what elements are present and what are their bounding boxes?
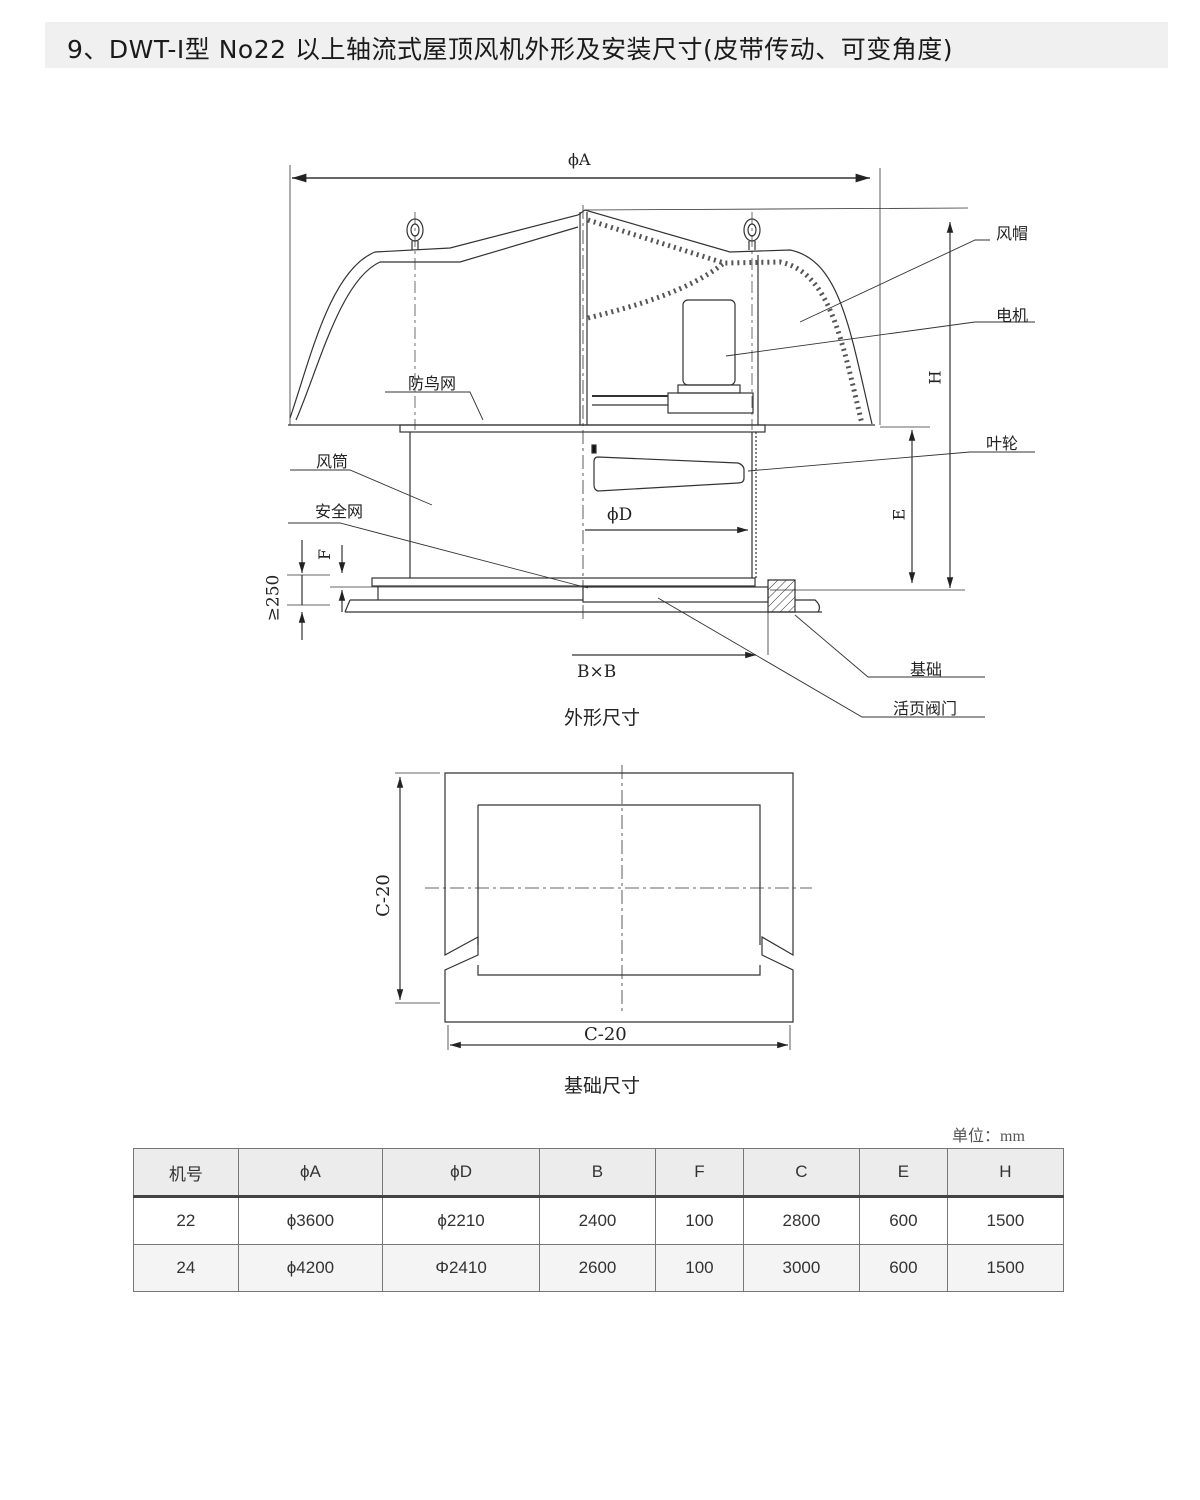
table-cell: Φ2410 (382, 1244, 540, 1292)
table-row: 24 ϕ4200 Φ2410 2600 100 3000 600 1500 (133, 1244, 1065, 1292)
page-title: 9、DWT-I型 No22 以上轴流式屋顶风机外形及安装尺寸(皮带传动、可变角度… (67, 35, 953, 64)
table-row: 22 ϕ3600 ϕ2210 2400 100 2800 600 1500 (133, 1196, 1065, 1245)
dim-label-phiD: ϕD (607, 505, 633, 525)
header-cell: C (742, 1148, 860, 1198)
dim-label-E: E (889, 508, 909, 521)
header-cell: F (655, 1148, 744, 1198)
table-cell: 1500 (946, 1196, 1065, 1245)
dim-label-phiA: ϕA (568, 150, 591, 169)
label-motor: 电机 (996, 306, 1029, 325)
dim-label-BxB: B×B (577, 662, 617, 682)
dim-label-vertical: C-20 (372, 874, 394, 917)
header-cell: B (538, 1148, 657, 1198)
dim-label-F: F (315, 548, 335, 561)
label-foundation: 基础 (910, 660, 943, 679)
foundation-caption: 基础尺寸 (563, 1075, 641, 1097)
table-cell: 600 (858, 1196, 948, 1245)
dim-label-H: H (925, 370, 945, 385)
table-cell: ϕ2210 (382, 1196, 540, 1245)
table-cell: ϕ4200 (237, 1244, 384, 1292)
table-cell: 24 (133, 1244, 239, 1292)
table-cell: 1500 (946, 1244, 1065, 1292)
table-cell: 2800 (742, 1196, 860, 1245)
unit-label: 单位：mm (952, 1128, 1025, 1145)
header-cell: ϕD (382, 1148, 540, 1198)
label-bird-mesh: 防鸟网 (408, 374, 457, 393)
table-cell: 100 (655, 1244, 744, 1292)
leader-lines (288, 239, 1035, 718)
label-hinged-damper: 活页阀门 (893, 699, 958, 718)
header-cell: ϕA (237, 1148, 384, 1198)
dim-label-min250: ≥250 (263, 574, 284, 622)
label-impeller: 叶轮 (986, 434, 1019, 453)
table-cell: 600 (858, 1244, 948, 1292)
header-cell: 机号 (133, 1148, 239, 1198)
table-cell: ϕ3600 (237, 1196, 384, 1245)
motor-icon (592, 299, 754, 414)
table-cell: 3000 (742, 1244, 860, 1292)
table-header-row: 机号 ϕA ϕD B F C E H (133, 1148, 1065, 1198)
label-safety-mesh: 安全网 (315, 502, 364, 521)
label-hood: 风帽 (996, 224, 1029, 243)
impeller-blade (593, 456, 745, 492)
header-cell: H (946, 1148, 1065, 1198)
label-duct: 风筒 (316, 452, 349, 471)
table-cell: 100 (655, 1196, 744, 1245)
foundation-plan (395, 765, 812, 1050)
header-cell: E (858, 1148, 948, 1198)
title-bar: 9、DWT-I型 No22 以上轴流式屋顶风机外形及安装尺寸(皮带传动、可变角度… (45, 22, 1168, 68)
dim-label-horizontal: C-20 (584, 1024, 627, 1045)
table-cell: 2600 (538, 1244, 657, 1292)
outline-caption: 外形尺寸 (563, 707, 641, 729)
spec-table: 机号 ϕA ϕD B F C E H 22 ϕ3600 ϕ2210 2400 1… (133, 1148, 1065, 1292)
hood-shape (289, 209, 873, 425)
table-cell: 22 (133, 1196, 239, 1245)
table-cell: 2400 (538, 1196, 657, 1245)
